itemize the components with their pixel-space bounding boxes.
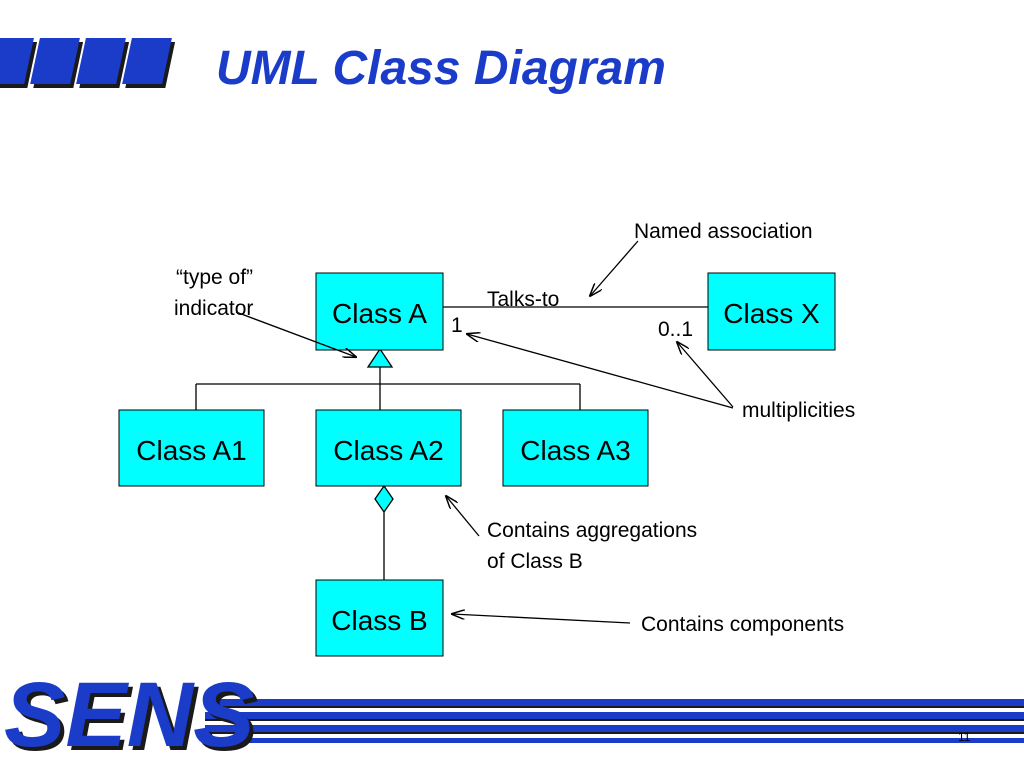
multiplicity-x-label: 0..1 [658,318,693,341]
page-number: 11 [958,730,971,744]
type-of-note-line1: “type of” [176,266,253,289]
footer-stripes [205,699,1024,743]
aggregation-note-line1: Contains aggregations [487,519,697,542]
generalization-lines [195,367,581,410]
aggregation-diamond [374,484,394,514]
multiplicities-note: multiplicities [742,399,855,422]
type-of-note-line2: indicator [174,297,253,320]
sens-logo: SENS SENS [4,664,259,768]
class-a1-label: Class A1 [136,435,247,466]
class-box-a1: Class A1 [118,409,265,487]
class-a2-label: Class A2 [333,435,444,466]
type-of-arrow [235,311,356,357]
components-note: Contains components [641,613,844,636]
association-name-label: Talks-to [487,288,559,311]
components-arrow [452,614,631,624]
named-association-arrow [590,240,639,296]
class-box-b: Class B [315,579,444,657]
sens-logo-text: SENS [4,664,255,766]
class-a-label: Class A [332,298,427,329]
multiplicity-a-label: 1 [451,314,463,337]
class-box-a2: Class A2 [315,409,462,487]
aggregation-arrow [446,496,480,537]
class-box-a: Class A [315,272,444,351]
class-box-x: Class X [707,272,836,351]
title-bars-decoration [0,38,176,88]
generalization-triangle [366,347,394,368]
class-box-a3: Class A3 [502,409,649,487]
slide-title: UML Class Diagram [216,42,666,95]
named-association-note: Named association [634,220,813,243]
aggregation-note-line2: of Class B [487,550,583,573]
class-a3-label: Class A3 [520,435,631,466]
multiplicity-x-arrow [677,342,734,408]
sens-logo-shadow: SENS [8,668,259,768]
class-b-label: Class B [331,605,427,636]
class-x-label: Class X [723,298,820,329]
multiplicity-a-arrow [467,334,734,409]
